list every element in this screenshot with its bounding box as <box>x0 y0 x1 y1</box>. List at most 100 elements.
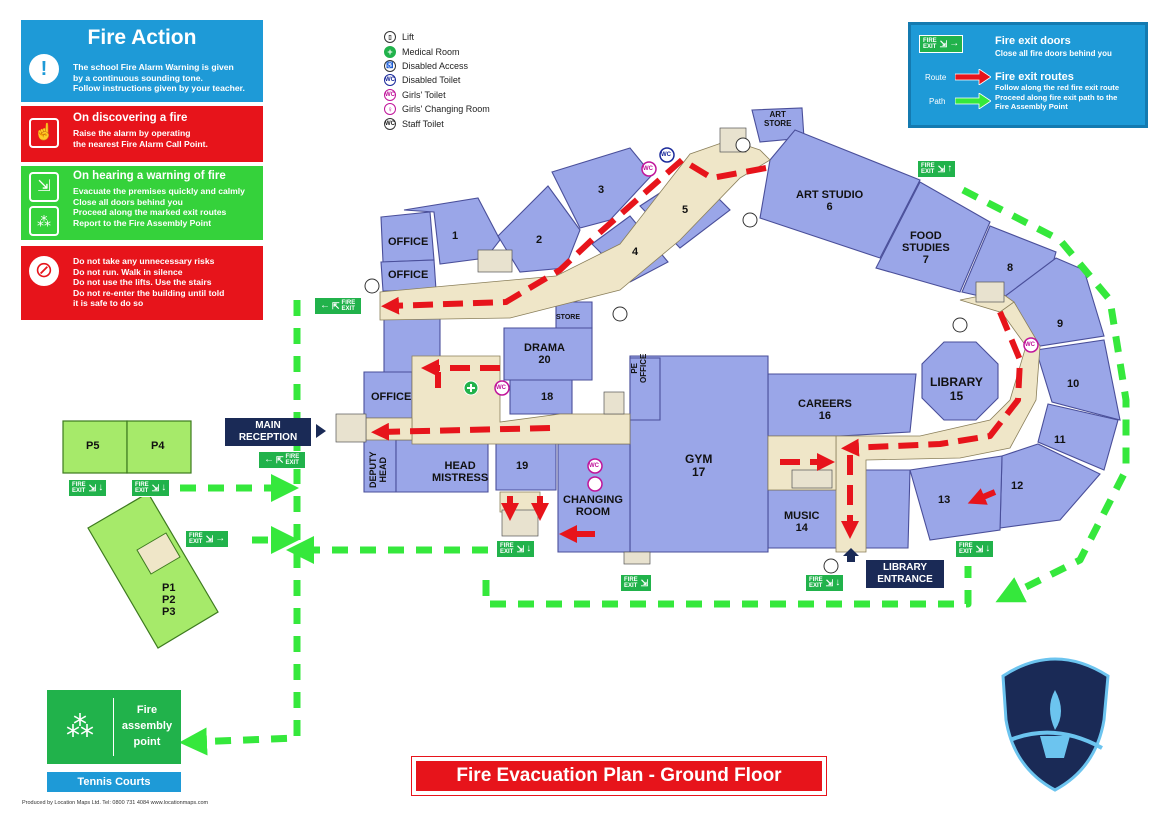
girls-toilet-icon: WC <box>496 385 506 391</box>
discover-heading: On discovering a fire <box>73 112 188 124</box>
disabled-toilet-icon: WC <box>661 152 671 158</box>
legend-item-disabled-access: ♿Disabled Access <box>384 59 490 73</box>
fire-action-title: Fire Action <box>87 26 197 49</box>
exit-doors-desc: Close all fire doors behind you <box>995 49 1112 58</box>
room-office: OFFICE <box>388 236 429 248</box>
school-crest-logo <box>1001 657 1110 792</box>
do-not-box: ⊘ Do not take any unnecessary risks Do n… <box>21 246 263 320</box>
staff-toilet-icon: WC <box>384 117 396 130</box>
discover-line: the nearest Fire Alarm Call Point. <box>73 138 208 149</box>
stairs <box>335 127 1005 565</box>
arrow-left-icon: ← <box>320 300 330 311</box>
running-man-icon: ⇲ <box>205 533 214 544</box>
warning-line: Evacuate the premises quickly and calmly <box>73 186 245 196</box>
room-10: 10 <box>1067 378 1080 390</box>
room-3: 3 <box>598 184 605 196</box>
discover-line: Raise the alarm by operating <box>73 128 191 138</box>
warning-line: Proceed along the marked exit routes <box>73 207 227 218</box>
donot-line: Do not take any unnecessary risks <box>73 256 215 266</box>
arrow-right-icon: → <box>949 38 960 49</box>
room-1: 1 <box>452 230 459 242</box>
fire-exit-paths <box>179 186 1130 756</box>
assembly-point-icon: ⁂ <box>29 206 59 236</box>
fire-exit-routes <box>371 157 1023 543</box>
donot-line: Do not use the lifts. Use the stairs <box>73 277 212 288</box>
running-man-icon: ⇲ <box>151 482 160 493</box>
running-man-icon: ⇲ <box>516 543 525 554</box>
room-19: 19 <box>516 460 529 472</box>
girls-toilet-icon: WC <box>1025 342 1035 348</box>
fire-action-panel: ! Fire Action The school Fire Alarm Warn… <box>21 20 263 320</box>
legend-item-girls-changing: ♀Girls' Changing Room <box>384 102 490 116</box>
disabled-toilet-icon: WC <box>384 74 396 87</box>
girls-toilet-icon: WC <box>643 166 653 172</box>
legend-item-lift: ▯Lift <box>384 30 490 44</box>
warning-fire-box: ⇲ ⁂ On hearing a warning of fire Evacuat… <box>21 166 263 240</box>
red-route-arrow-icon <box>955 69 991 85</box>
routes-line: Fire Assembly Point <box>995 102 1068 112</box>
portable-p4: P4 <box>151 440 165 452</box>
room-office: OFFICE <box>388 269 429 281</box>
room-4: 4 <box>632 246 639 258</box>
assembly-location-label: Tennis Courts <box>47 772 181 792</box>
warning-line: Report to the Fire Assembly Point <box>73 217 212 228</box>
route-label: Route <box>925 73 947 82</box>
medical-cross-icon: + <box>384 45 396 58</box>
prohibited-icon: ⊘ <box>29 256 59 286</box>
room-18: 18 <box>541 391 554 403</box>
donot-line: it is safe to do so <box>73 298 144 309</box>
running-man-icon: ⇲ <box>975 543 984 554</box>
map-symbols <box>316 137 1039 574</box>
room-12: 12 <box>1011 480 1024 492</box>
girls-toilet-icon: WC <box>589 463 599 469</box>
portable-p5-p4 <box>62 420 192 474</box>
intro-line: Follow instructions given by your teache… <box>73 83 245 94</box>
fire-alarm-call-point-icon: ☝ <box>29 118 59 148</box>
arrow-down-icon: ↓ <box>161 482 167 493</box>
running-man-icon: ⇲ <box>939 38 948 49</box>
donot-line: Do not re-enter the building until told <box>73 287 225 298</box>
assembly-label: point <box>133 736 161 748</box>
plan-title: Fire Evacuation Plan - Ground Floor <box>411 756 827 796</box>
running-man-icon: ⇲ <box>88 482 97 493</box>
wheelchair-icon: ♿ <box>384 59 396 72</box>
assembly-point-icon: ⁂ <box>66 711 94 742</box>
discover-fire-box: ☝ On discovering a fire Raise the alarm … <box>21 106 263 162</box>
running-man-icon: ⇱ <box>276 454 284 465</box>
exit-running-man-icon: ⇲ <box>29 172 59 202</box>
room-11: 11 <box>1054 434 1066 446</box>
assembly-label: assembly <box>121 720 173 732</box>
room-9: 9 <box>1057 318 1064 330</box>
room-13: 13 <box>938 494 951 506</box>
intro-line: The school Fire Alarm Warning is given <box>73 62 234 72</box>
warning-line: Close all doors behind you <box>73 196 183 207</box>
path-label: Path <box>929 97 946 106</box>
credit-text: Produced by Location Maps Ltd. Tel: 0800… <box>22 800 209 806</box>
